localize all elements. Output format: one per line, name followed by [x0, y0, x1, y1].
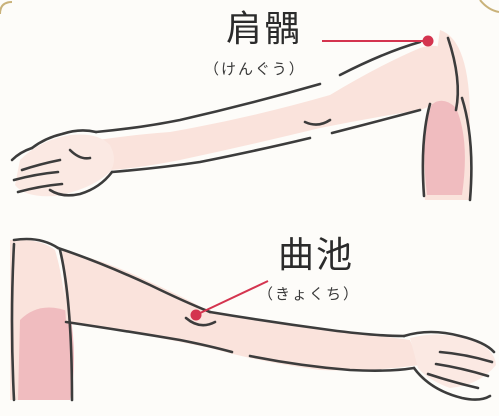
kyokuchi-point-name: 曲池 — [278, 235, 355, 276]
upper-arm-figure — [10, 30, 473, 202]
lower-arm-skin — [62, 250, 420, 371]
lower-arm-figure — [10, 237, 496, 402]
lower-torso-shade — [18, 307, 74, 400]
kyokuchi-point-reading: （きょくち） — [258, 285, 361, 303]
kengu-point-name: 肩髃 — [226, 9, 303, 50]
kengu-point-reading: （けんぐう） — [204, 60, 306, 78]
upper-hand-skin — [15, 134, 114, 197]
frame-top — [0, 0, 499, 15]
lower-hand-skin — [410, 334, 496, 388]
kyokuchi-leader-line — [197, 280, 269, 315]
upper-arm-skin — [98, 45, 451, 170]
upper-torso-shade — [424, 100, 465, 195]
kyokuchi-point-marker — [190, 309, 202, 321]
kengu-point-marker — [422, 35, 434, 47]
